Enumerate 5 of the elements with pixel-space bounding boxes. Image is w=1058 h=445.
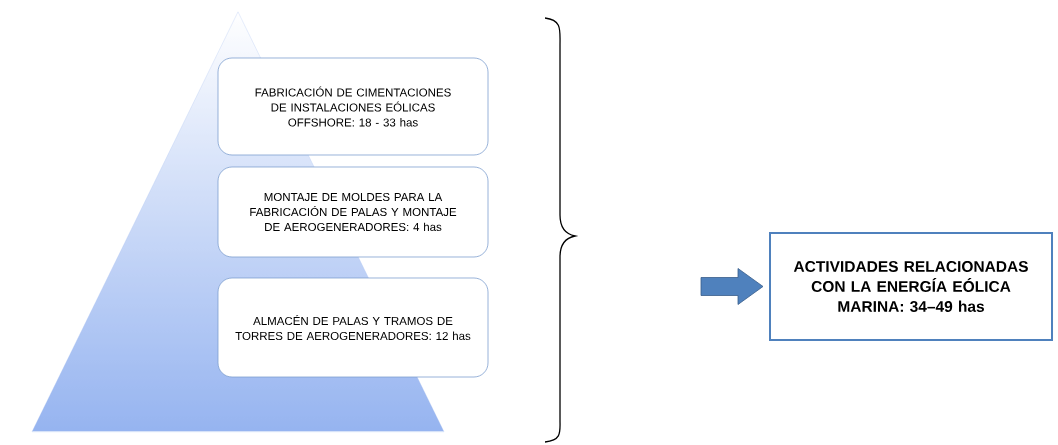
activity-box: ALMACÉN DE PALAS Y TRAMOS DE TORRES DE AEROGENERADORES: 12 has — [217, 277, 489, 378]
activity-box: MONTAJE DE MOLDES PARA LA FABRICACIÓN DE PALAS Y MONTAJE DE AEROGENERADORES: 4 has — [217, 166, 489, 258]
block-arrow — [700, 268, 764, 305]
summary-box: ACTIVIDADES RELACIONADAS CON LA ENERGÍA EÓLICA MARINA: 34–49 has — [769, 232, 1053, 341]
activity-box: FABRICACIÓN DE CIMENTACIONES DE INSTALACIONES EÓLICAS OFFSHORE: 18 - 33 has — [217, 57, 489, 156]
